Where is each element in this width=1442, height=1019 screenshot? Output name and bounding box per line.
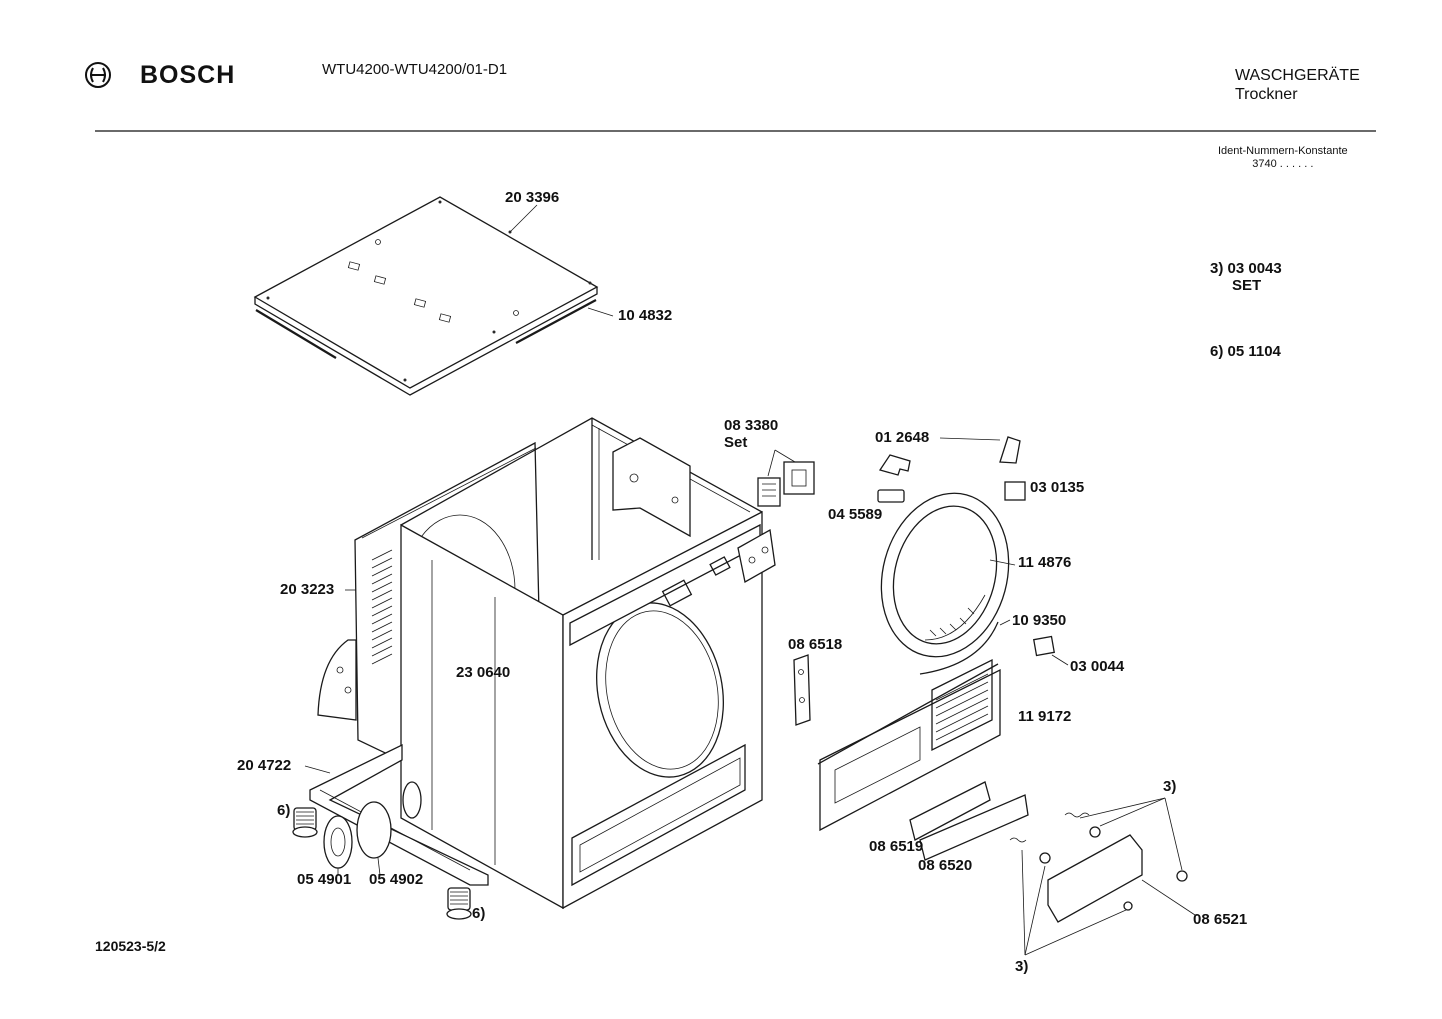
- flap-086519: [909, 781, 991, 841]
- part-label-086518: 08 6518: [788, 636, 843, 653]
- part-label-086521: 08 6521: [1193, 911, 1248, 928]
- part-label-012648: 01 2648: [875, 429, 930, 446]
- part-label-030044: 03 0044: [1070, 658, 1125, 675]
- ident-constant: Ident-Nummern-Konstante 3740 . . . . . .: [1218, 145, 1348, 171]
- bracket-086518: [793, 654, 811, 726]
- part-label-086520: 08 6520: [918, 857, 973, 874]
- part-label-screws-top: 3): [1163, 778, 1177, 795]
- part-label-203223: 20 3223: [280, 581, 335, 598]
- note-foot: 6) 05 1104: [1210, 343, 1281, 360]
- part-label-114876: 11 4876: [1018, 554, 1072, 571]
- model-number: WTU4200-WTU4200/01-D1: [322, 61, 508, 78]
- part-label-083380: 08 3380: [724, 417, 779, 434]
- part-label-screws-bottom: 3): [1015, 958, 1029, 975]
- part-label-230640: 23 0640: [456, 664, 511, 681]
- part-label-086519: 08 6519: [869, 838, 924, 855]
- part-label-204722: 20 4722: [237, 757, 292, 774]
- adjustable-foot-left: [292, 807, 318, 838]
- part-label-203396: 20 3396: [505, 189, 560, 206]
- grommet-054901: [323, 815, 353, 869]
- bosch-logo-icon: [85, 62, 111, 88]
- hinge-bracket: [878, 436, 1021, 476]
- drawing-code: 120523-5/2: [95, 938, 166, 954]
- part-label-119172: 11 9172: [1018, 708, 1072, 725]
- part-label-030135: 03 0135: [1030, 479, 1085, 496]
- part-label-054902: 05 4902: [369, 871, 424, 888]
- door-panel-086521: [1009, 812, 1188, 923]
- note-set-line1: 3) 03 0043: [1210, 260, 1282, 277]
- grommet-054902: [356, 801, 392, 859]
- part-label-104832: 10 4832: [618, 307, 673, 324]
- note-set-line2: SET: [1232, 277, 1262, 294]
- brand-name: BOSCH: [140, 61, 236, 89]
- switch-030135: [1004, 481, 1026, 501]
- main-cabinet: [400, 417, 776, 910]
- part-label-054901: 05 4901: [297, 871, 352, 888]
- part-label-045589: 04 5589: [828, 506, 883, 523]
- filter-030044: [1032, 635, 1056, 657]
- ident-label: Ident-Nummern-Konstante: [1218, 145, 1348, 157]
- front-panel: [817, 658, 1001, 832]
- part-label-foot-right: 6): [472, 905, 486, 922]
- category-main: WASCHGERÄTE: [1235, 67, 1360, 84]
- adjustable-foot-right: [446, 887, 472, 920]
- flap-086520: [919, 794, 1029, 861]
- microswitch-045589: [877, 489, 905, 503]
- door-seal: [919, 621, 999, 675]
- top-cover-panel: [253, 196, 599, 396]
- part-label-109350: 10 9350: [1012, 612, 1067, 629]
- category-title: WASCHGERÄTE Trockner: [1235, 66, 1360, 104]
- switch-block-set: [757, 461, 815, 507]
- part-label-foot-left: 6): [277, 802, 291, 819]
- note-set: 3) 03 0043 SET: [1210, 260, 1282, 294]
- ident-value: 3740 . . . . . .: [1252, 158, 1314, 170]
- category-sub: Trockner: [1235, 86, 1298, 103]
- door-ring: [880, 492, 1010, 658]
- part-label-083380-set: Set: [724, 434, 748, 451]
